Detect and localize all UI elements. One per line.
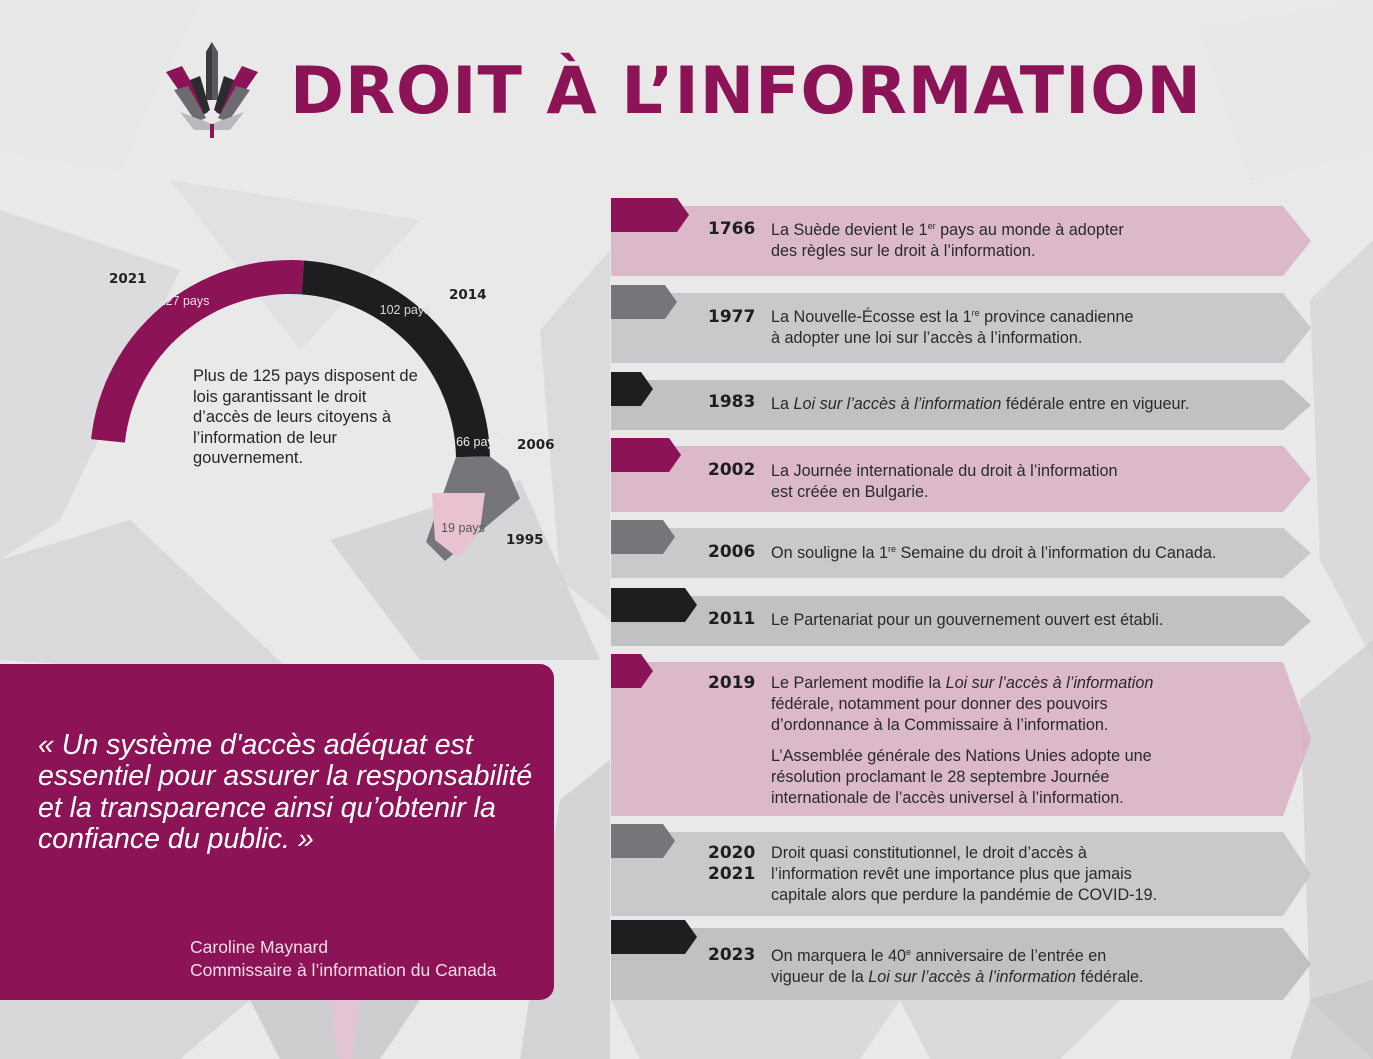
timeline-year: 2011 [708,609,756,629]
arc-chart: 127 pays 102 pays 66 pays 19 pays [91,260,520,561]
maple-leaf-logo-icon [166,42,258,138]
timeline-row: 2006 On souligne la 1re Semaine du droit … [611,520,1311,578]
chart-year-label: 2014 [449,287,487,303]
timeline-year: 2019 [708,673,756,693]
timeline-band-arrow [611,662,1311,816]
timeline-year: 2006 [708,542,756,562]
arc-segment-label: 66 pays [456,435,500,449]
timeline-year: 1766 [708,219,756,239]
timeline-description: La Loi sur l’accès à l’information fédér… [771,394,1241,415]
timeline-band-arrow [611,596,1311,646]
timeline-row: 2002 La Journée internationale du droit à… [611,438,1311,512]
timeline-band-arrow [611,380,1311,430]
timeline-band [611,438,1311,512]
timeline-band-arrow [611,446,1311,512]
arc-segment-2014 [301,260,490,458]
quote-text: « Un système d'accès adéquat est essenti… [38,729,533,855]
quote-attribution: Caroline Maynard Commissaire à l’informa… [190,936,550,981]
timeline-tab [611,198,689,232]
timeline-band [611,824,1311,916]
timeline-row: 1983 La Loi sur l’accès à l’information f… [611,372,1311,430]
timeline-band-arrow [611,293,1311,363]
timeline-paragraph: La Loi sur l’accès à l’information fédér… [771,395,1190,413]
timeline-paragraph: Droit quasi constitutionnel, le droit d’… [771,844,1158,904]
timeline-row: 2020 2021 Droit quasi constitutionnel, le… [611,824,1311,916]
quote-box: « Un système d'accès adéquat est essenti… [0,664,554,1000]
timeline-row: 2011 Le Partenariat pour un gouvernement … [611,588,1311,646]
timeline-row: 1977 La Nouvelle-Écosse est la 1re provin… [611,285,1311,363]
timeline-tab [611,438,681,472]
timeline-year: 2020 2021 [708,843,756,884]
chart-year-label: 1995 [506,532,544,548]
timeline-band-arrow [611,928,1311,1000]
timeline-paragraph: La Journée internationale du droit à l’i… [771,462,1118,501]
timeline-description: Le Parlement modifie la Loi sur l’accès … [771,673,1241,809]
arc-segment-label: 19 pays [441,521,485,535]
timeline-description: On marquera le 40e anniversaire de l’ent… [771,946,1241,988]
timeline-paragraph: Le Parlement modifie la Loi sur l’accès … [771,674,1154,734]
timeline-paragraph: On souligne la 1re Semaine du droit à l’… [771,544,1217,562]
timeline-description: On souligne la 1re Semaine du droit à l’… [771,543,1241,564]
timeline-band [611,588,1311,646]
timeline-band [611,520,1311,578]
timeline-paragraph: Le Partenariat pour un gouvernement ouve… [771,611,1164,629]
timeline-band [611,654,1311,816]
timeline-tab [611,920,697,954]
timeline-paragraph: La Suède devient le 1er pays au monde à … [771,221,1124,260]
timeline-year: 2023 [708,945,756,965]
timeline-year: 1983 [708,392,756,412]
timeline-band [611,285,1311,363]
timeline-band [611,372,1311,430]
timeline-year: 1977 [708,307,756,327]
timeline-tab [611,588,697,622]
timeline-tab [611,285,677,319]
timeline-band-arrow [611,832,1311,916]
timeline-year: 2002 [708,460,756,480]
chart-year-label: 2006 [517,437,555,453]
timeline-row: 2023 On marquera le 40e anniversaire de l… [611,920,1311,1000]
header: DROIT À L’INFORMATION [0,0,1373,178]
timeline-paragraph: On marquera le 40e anniversaire de l’ent… [771,947,1144,986]
timeline-description: La Journée internationale du droit à l’i… [771,461,1241,503]
timeline-description: Droit quasi constitutionnel, le droit d’… [771,843,1241,905]
timeline-band [611,198,1311,276]
timeline-tab [611,654,653,688]
quote-author-name: Caroline Maynard [190,937,329,957]
page-title: DROIT À L’INFORMATION [290,54,1202,129]
timeline-tab [611,372,653,406]
arc-segment-2021 [91,260,304,443]
quote-author-title: Commissaire à l’information du Canada [190,959,497,980]
timeline-description: Le Partenariat pour un gouvernement ouve… [771,610,1241,631]
arc-segment-label: 127 pays [159,294,210,308]
timeline-paragraph: La Nouvelle-Écosse est la 1re province c… [771,308,1134,347]
timeline-tab [611,520,675,554]
timeline-band-arrow [611,528,1311,578]
timeline-description: La Suède devient le 1er pays au monde à … [771,220,1241,262]
timeline-description: La Nouvelle-Écosse est la 1re province c… [771,307,1241,349]
chart-central-text: Plus de 125 pays disposent de lois garan… [193,367,418,468]
arc-segment-1995 [432,493,485,558]
arc-segment-label: 102 pays [380,303,431,317]
timeline-tab [611,824,675,858]
timeline-band [611,920,1311,1000]
timeline-row: 2019 Le Parlement modifie la Loi sur l’ac… [611,654,1311,816]
timeline-band-arrow [611,206,1311,276]
timeline-paragraph: L’Assemblée générale des Nations Unies a… [771,747,1152,807]
chart-year-label: 2021 [109,271,147,287]
timeline-row: 1766 La Suède devient le 1er pays au mond… [611,198,1311,276]
